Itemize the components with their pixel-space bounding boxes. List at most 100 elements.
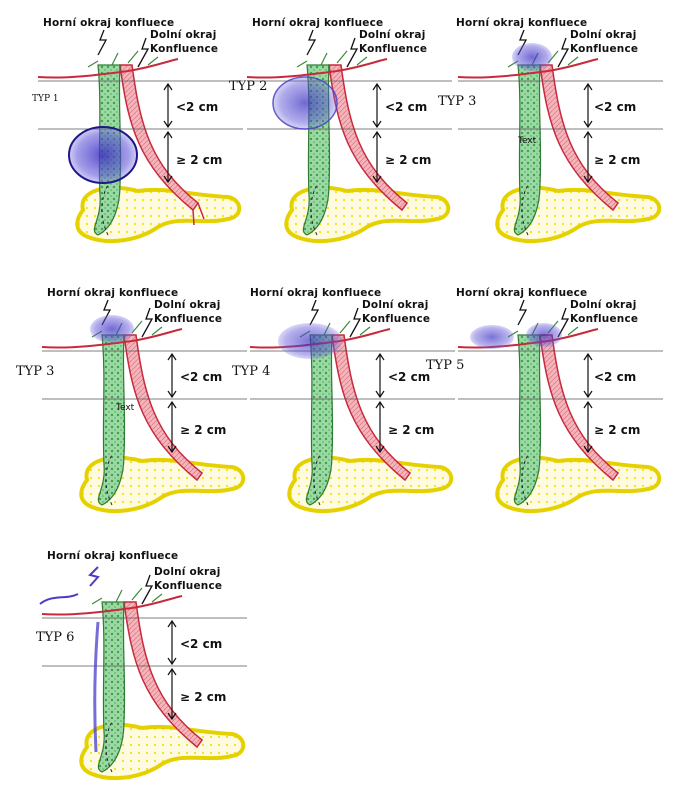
dimension-arrow-short [163, 82, 173, 129]
artery-shape [123, 334, 204, 482]
vessel-lower-blue [93, 621, 100, 753]
type-label: TYP 3 [438, 94, 477, 109]
dimension-arrow-short [583, 352, 593, 399]
label-upper-edge: Horní okraj konfluece [250, 287, 382, 299]
label-lower-edge-2: Konfluence [570, 43, 639, 55]
dimension-arrow-long [167, 400, 177, 454]
dimension-arrow-short [375, 352, 385, 399]
measure-short: <2 cm [594, 370, 637, 384]
text-marker: Text [518, 136, 537, 146]
label-lower-edge-2: Konfluence [359, 43, 428, 55]
artery-shape [119, 64, 200, 212]
pointer-zigzag-lower [349, 307, 362, 338]
pointer-zigzag-upper [97, 29, 108, 56]
diagram-panel-typ5: Horní okraj konfluece Dolní okraj Konflu… [426, 275, 668, 540]
confluence-vessel-red [37, 58, 179, 79]
confluence-vessel-red [246, 58, 388, 79]
measure-short: <2 cm [180, 370, 223, 384]
dimension-arrow-long [163, 130, 173, 184]
dimension-arrow-long [583, 130, 593, 184]
pointer-zigzag-lower [141, 307, 154, 338]
tumor-region [278, 323, 342, 359]
diagram-panel-typ6: Horní okraj konfluece Dolní okraj Konflu… [32, 542, 252, 807]
tumor-region [90, 315, 134, 343]
measure-long: ≥ 2 cm [594, 153, 641, 167]
pointer-zigzag-lower [141, 574, 154, 605]
dimension-arrow-short [583, 82, 593, 129]
measure-long: ≥ 2 cm [180, 690, 227, 704]
diagram-panel-typ3a: Horní okraj konfluece Dolní okraj Konflu… [438, 5, 668, 270]
label-lower-edge-1: Dolní okraj [359, 29, 426, 41]
vein-artery-illustration [249, 299, 455, 514]
label-lower-edge-2: Konfluence [150, 43, 219, 55]
measure-long: ≥ 2 cm [176, 153, 223, 167]
portal-vein-shape [513, 64, 542, 236]
type-label: TYP 6 [36, 630, 75, 645]
vein-artery-illustration [37, 29, 243, 244]
artery-shape [539, 64, 620, 212]
tumor-region [68, 126, 138, 184]
label-lower-edge-1: Dolní okraj [154, 566, 221, 578]
dimension-arrow-long [167, 667, 177, 721]
pointer-zigzag-lower [557, 37, 570, 68]
label-upper-edge: Horní okraj konfluece [252, 17, 384, 29]
label-lower-edge-1: Dolní okraj [362, 299, 429, 311]
diagram-panel-typ3b: Horní okraj konfluece Dolní okraj Konflu… [16, 275, 252, 540]
measure-short: <2 cm [388, 370, 431, 384]
tumor-region [272, 76, 338, 130]
artery-shape [331, 334, 412, 482]
type-label: TYP 2 [229, 79, 268, 94]
label-lower-edge-1: Dolní okraj [570, 29, 637, 41]
measure-short: <2 cm [176, 100, 219, 114]
measure-short: <2 cm [180, 637, 223, 651]
label-upper-edge: Horní okraj konfluece [47, 287, 179, 299]
measure-long: ≥ 2 cm [594, 423, 641, 437]
pointer-zigzag-upper [88, 566, 100, 587]
type-label: TYP 4 [232, 364, 271, 379]
measure-short: <2 cm [594, 100, 637, 114]
pointer-zigzag-upper [306, 29, 317, 56]
dimension-arrow-short [167, 352, 177, 399]
label-lower-edge-2: Konfluence [154, 580, 223, 592]
measure-long: ≥ 2 cm [385, 153, 432, 167]
portal-vein-shape [97, 334, 126, 506]
type-label: TYP 3 [16, 364, 55, 379]
label-lower-edge-2: Konfluence [362, 313, 431, 325]
vein-artery-illustration [39, 566, 247, 781]
vein-artery-illustration [41, 299, 247, 514]
confluence-vessel-red [41, 595, 183, 616]
confluence-vessel-red [41, 328, 183, 349]
tumor-region-right [526, 323, 562, 347]
type-label: TYP 5 [426, 358, 465, 373]
measure-short: <2 cm [385, 100, 428, 114]
portal-vein-shape [97, 601, 126, 773]
artery-shape [123, 601, 204, 749]
portal-vein-shape [305, 334, 334, 506]
tumor-region [512, 43, 552, 71]
label-lower-edge-1: Dolní okraj [570, 299, 637, 311]
text-marker: Text [116, 403, 135, 413]
label-lower-edge-2: Konfluence [570, 313, 639, 325]
measure-long: ≥ 2 cm [180, 423, 227, 437]
dimension-arrow-long [375, 400, 385, 454]
pointer-zigzag-upper [309, 299, 320, 326]
label-upper-edge: Horní okraj konfluece [456, 17, 588, 29]
artery-shape [539, 334, 620, 482]
pointer-zigzag-upper [517, 299, 528, 326]
vessel-branch-blue [39, 593, 79, 605]
diagram-panel-typ1: Horní okraj konfluece Dolní okraj Konflu… [28, 5, 248, 270]
portal-vein-shape [513, 334, 542, 506]
diagram-panel-typ4: Horní okraj konfluece Dolní okraj Konflu… [232, 275, 460, 540]
diagram-panel-typ2: Horní okraj konfluece Dolní okraj Konflu… [229, 5, 457, 270]
dimension-arrow-short [167, 619, 177, 666]
vein-artery-illustration [246, 29, 452, 244]
label-upper-edge: Horní okraj konfluece [456, 287, 588, 299]
pointer-zigzag-lower [557, 307, 570, 338]
pointer-zigzag-lower [137, 37, 150, 68]
dimension-arrow-short [372, 82, 382, 129]
label-upper-edge: Horní okraj konfluece [43, 17, 175, 29]
label-lower-edge-2: Konfluence [154, 313, 223, 325]
dimension-arrow-long [583, 400, 593, 454]
confluence-vessel-red [457, 58, 599, 79]
label-upper-edge: Horní okraj konfluece [47, 550, 179, 562]
